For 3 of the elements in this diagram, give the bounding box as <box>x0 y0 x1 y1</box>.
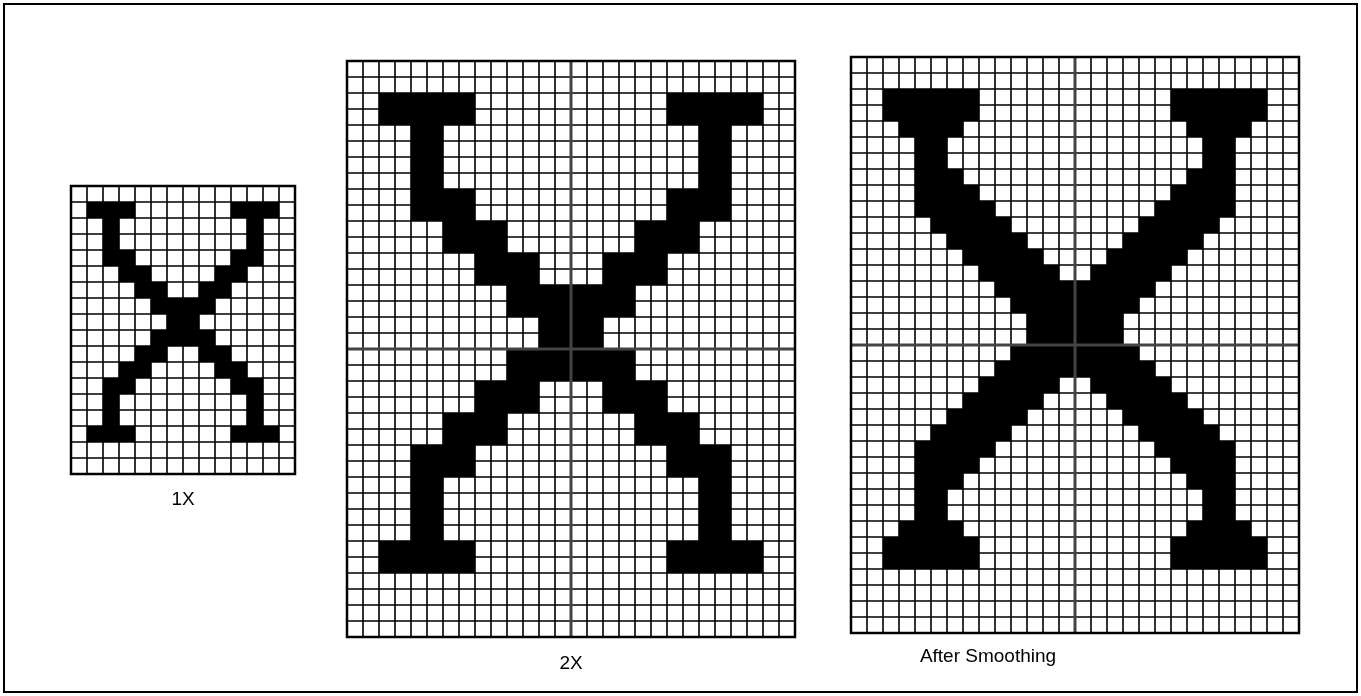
caption-text: 1X <box>171 488 195 510</box>
caption-text: 2X <box>559 652 583 674</box>
caption-text: After Smoothing <box>919 645 1057 667</box>
